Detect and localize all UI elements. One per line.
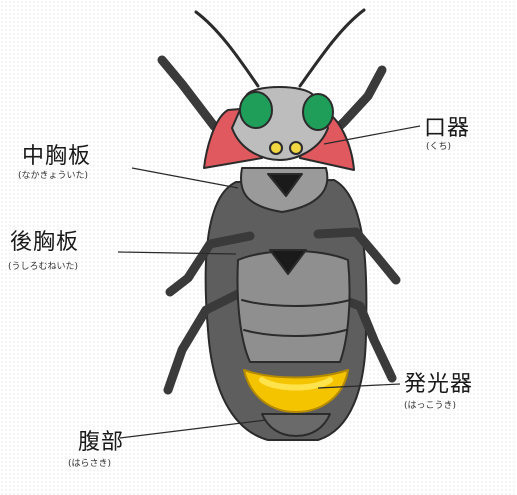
antenna-left xyxy=(196,12,258,86)
antenna-right xyxy=(300,10,364,86)
label-mouthparts-reading: (くち) xyxy=(426,143,451,152)
label-metasternum-reading: (うしろむねいた) xyxy=(8,263,78,272)
label-abdomen-tip: 腹部 xyxy=(78,432,124,454)
compound-eye-right xyxy=(303,94,333,130)
label-mouthparts: 口器 xyxy=(424,118,470,140)
label-light-organ-reading: (はっこうき) xyxy=(404,402,456,411)
mouthpart-right xyxy=(290,142,302,154)
compound-eye-left xyxy=(240,92,272,128)
label-mesosternum-reading: (なかきょういた) xyxy=(18,172,88,181)
label-metasternum: 後胸板 xyxy=(10,232,79,254)
label-mesosternum: 中胸板 xyxy=(22,146,91,168)
mouthpart-left xyxy=(270,142,282,154)
leader-abdomen-tip xyxy=(120,420,266,438)
label-abdomen-tip-reading: (はらさき) xyxy=(68,460,111,469)
leader-mesosternum xyxy=(132,168,238,188)
label-light-organ: 発光器 xyxy=(404,374,473,396)
